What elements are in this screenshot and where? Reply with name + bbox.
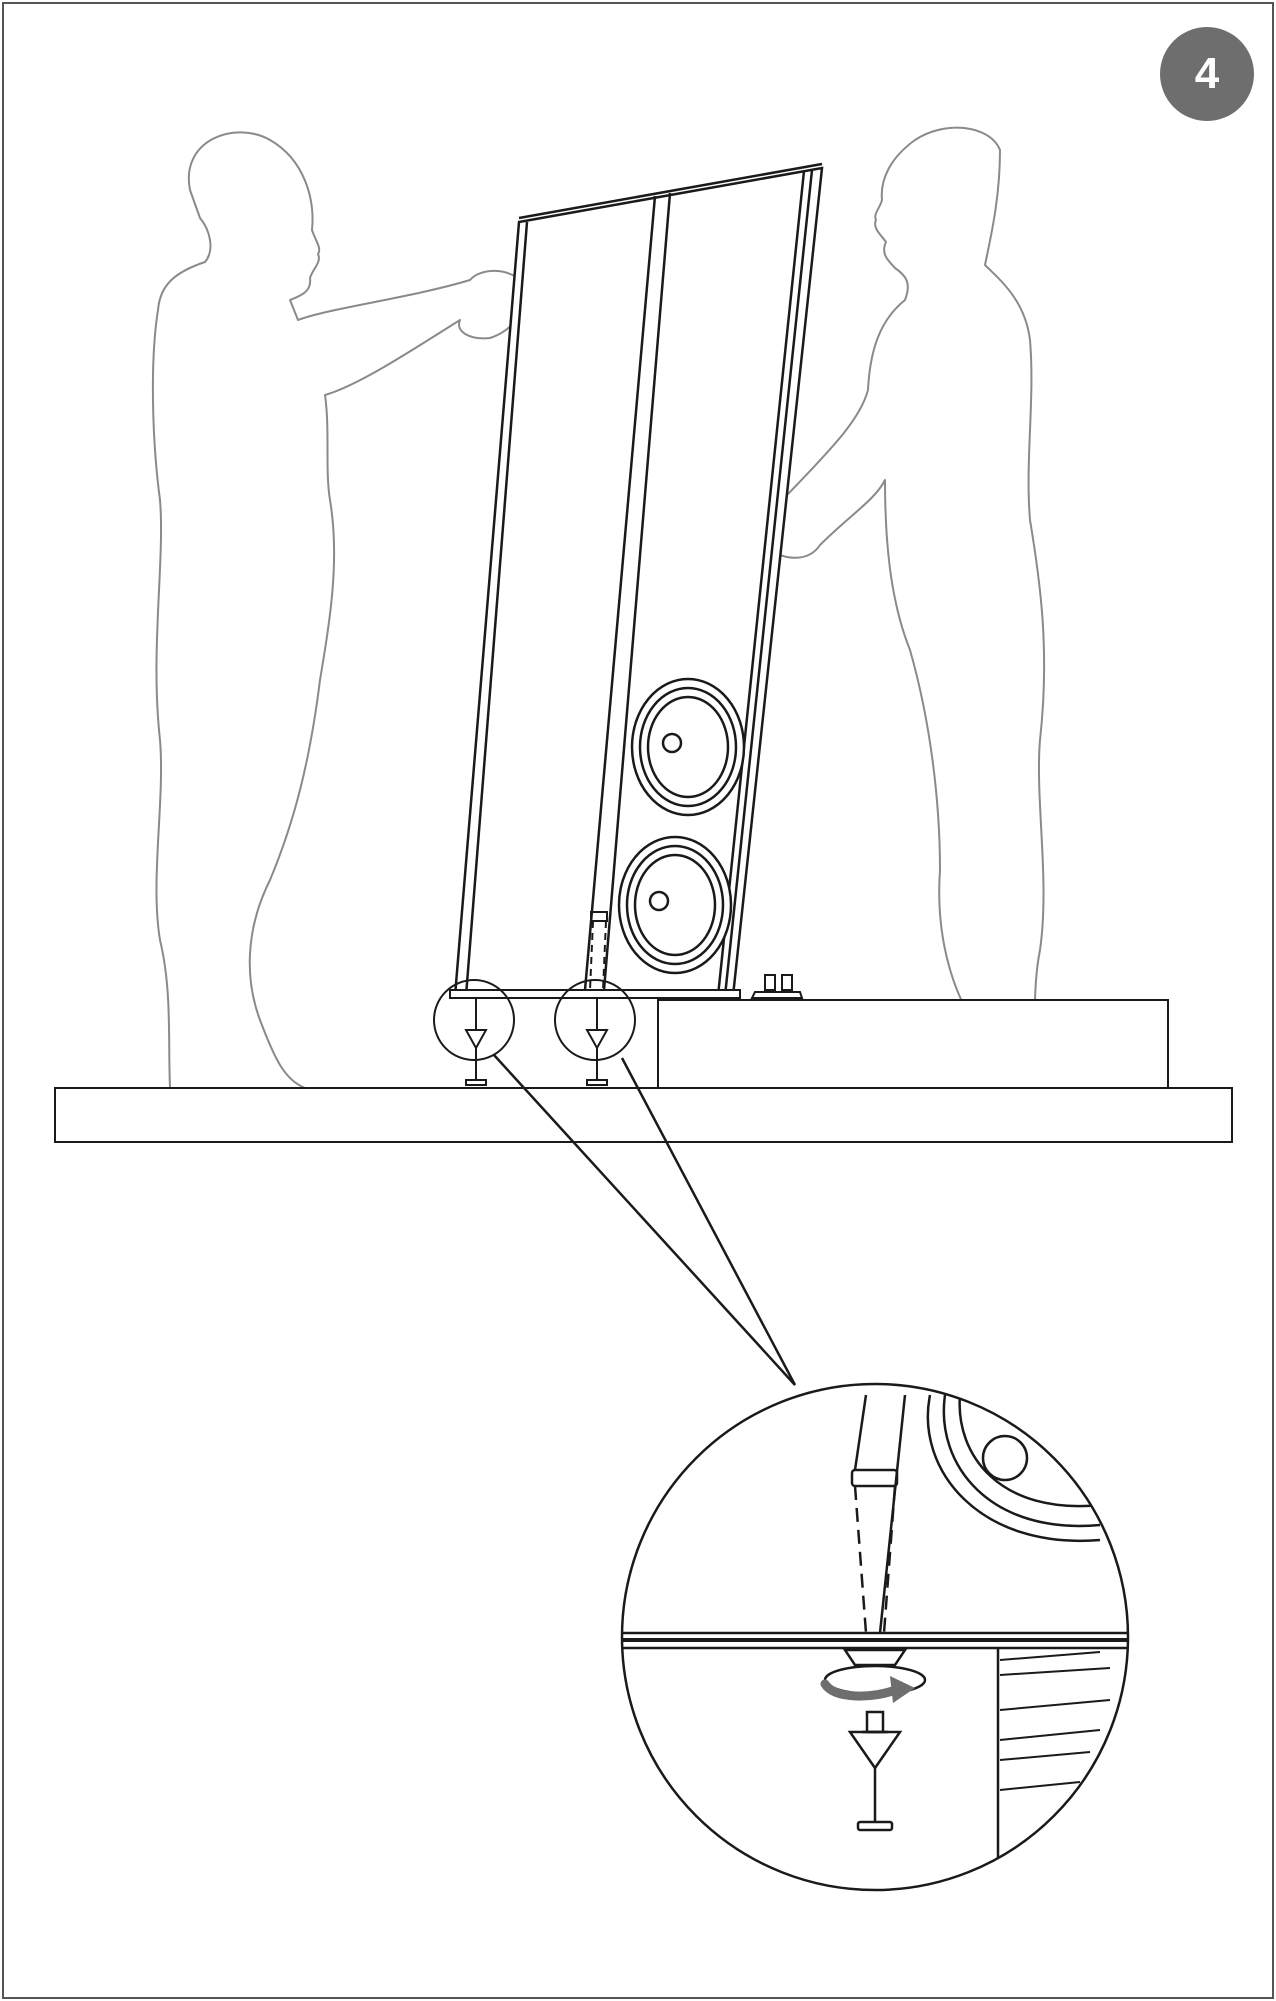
callout-lines (493, 1054, 797, 1386)
curved-arrow-icon (820, 1676, 915, 1703)
detail-magnifier (620, 1382, 1130, 1892)
spike-rod (589, 911, 608, 991)
woofer-lower (617, 835, 733, 975)
spike-left (433, 979, 515, 1086)
right-person-silhouette (763, 126, 1046, 1089)
spike-right (554, 979, 636, 1086)
cabinet-base-plate (449, 989, 741, 999)
woofer-upper (630, 677, 746, 817)
step-number-badge: 4 (1160, 27, 1254, 121)
binding-posts (750, 974, 804, 999)
step-number: 4 (1194, 49, 1220, 98)
left-person-silhouette (151, 131, 527, 1089)
support-block (657, 999, 1169, 1089)
